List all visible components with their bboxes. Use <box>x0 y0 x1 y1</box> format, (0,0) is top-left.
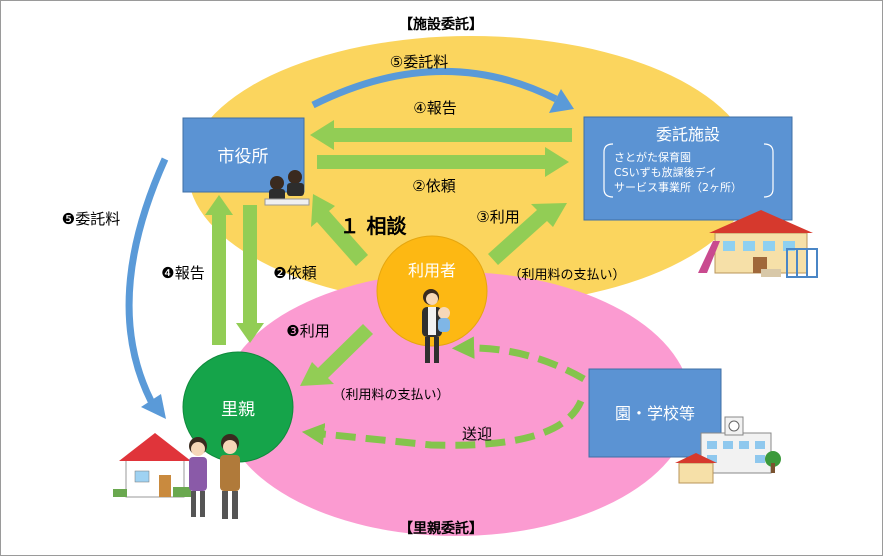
request-top-label: ②依頼 <box>412 177 455 195</box>
house-illustration <box>113 433 191 498</box>
use-top-arrow <box>488 203 567 265</box>
school-building-illustration <box>675 416 781 484</box>
foster-couple-illustration <box>189 434 240 519</box>
consult-arrow <box>311 194 368 266</box>
office-staff-illustration <box>264 170 310 206</box>
top-section-title: 【施設委託】 <box>399 16 483 33</box>
nursery-building-illustration <box>698 210 818 278</box>
fee-left-label: ❺委託料 <box>62 210 120 228</box>
facility-ellipse <box>188 36 754 306</box>
report-top-label: ④報告 <box>413 99 456 117</box>
school-box <box>588 368 722 458</box>
school-label: 園・学校等 <box>615 404 695 423</box>
use-left-label: ❸利用 <box>286 322 329 340</box>
payment-top-label: （利用料の支払い） <box>508 268 625 283</box>
facility-item-2: CSいずも放課後デイ <box>614 165 717 179</box>
facility-title: 委託施設 <box>656 125 720 144</box>
use-left-arrow <box>300 324 373 386</box>
fee-top-label: ⑤委託料 <box>390 53 448 71</box>
payment-left-label: （利用料の支払い） <box>332 388 449 403</box>
bottom-section-title: 【里親委託】 <box>399 520 483 537</box>
use-top-label: ③利用 <box>476 208 519 226</box>
transfer-label: 送迎 <box>462 425 492 443</box>
request-left-label: ❷依頼 <box>273 264 316 282</box>
report-left-arrow <box>205 195 233 345</box>
city-office-label: 市役所 <box>218 147 269 167</box>
city-office-box <box>182 117 305 193</box>
facility-bracket-left <box>603 143 614 198</box>
request-left-arrow <box>236 205 264 343</box>
facility-bracket-right <box>763 143 774 198</box>
user-label: 利用者 <box>408 261 456 280</box>
fee-left-arrow <box>125 157 169 419</box>
report-left-label: ❹報告 <box>161 264 204 282</box>
transfer-arrow-lower <box>301 399 585 449</box>
mother-child-illustration <box>422 289 450 363</box>
report-top-arrow <box>310 120 572 150</box>
fee-top-arrow <box>311 67 574 113</box>
foster-ellipse <box>221 272 691 536</box>
request-top-arrow <box>317 147 569 177</box>
facility-item-1: さとがた保育園 <box>614 150 691 164</box>
facility-item-3: サービス事業所（2ヶ所） <box>614 181 742 194</box>
transfer-arrow-upper <box>451 336 586 383</box>
consult-label: １ 相談 <box>340 214 408 238</box>
facility-box <box>583 116 793 221</box>
foster-parent-label: 里親 <box>221 400 255 420</box>
